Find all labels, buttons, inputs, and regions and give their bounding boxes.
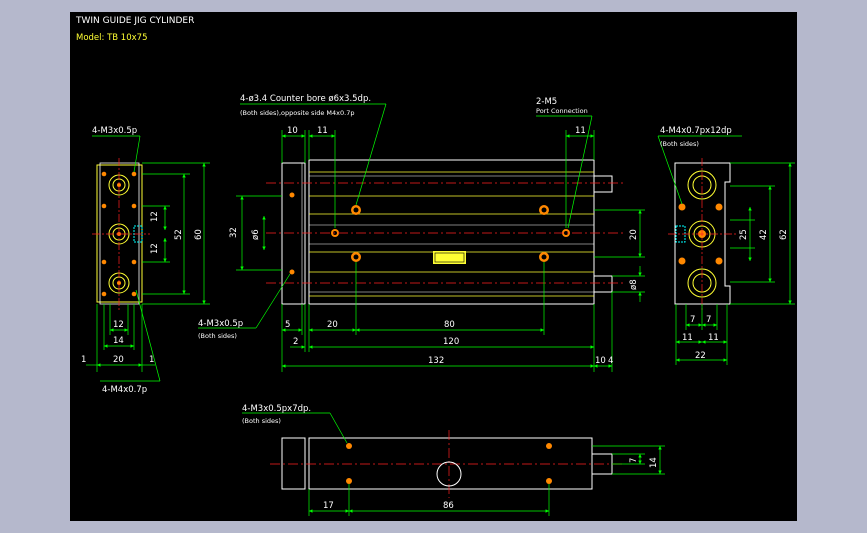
dim-left-12b: 12 (150, 243, 160, 254)
dim-bottom-14: 14 (649, 457, 659, 468)
front-counterbore-note-sub: (Both sides),opposite side M4x0.7p (240, 109, 354, 117)
front-view: 4-ø3.4 Counter bore ø6x3.5dp. (Both side… (198, 94, 645, 372)
bottom-view: 4-M3x0.5px7dp. (Both sides) 7 14 17 86 (242, 404, 665, 516)
dim-right-11a: 11 (682, 333, 693, 343)
left-top-thread-label: 4-M3x0.5p (92, 126, 137, 136)
dim-front-2: 2 (293, 337, 298, 347)
dim-front-80: 80 (444, 320, 455, 330)
dim-right-42: 42 (759, 229, 769, 240)
bottom-thread-label: 4-M3x0.5px7dp. (242, 404, 311, 414)
right-thread-label-sub: (Both sides) (660, 140, 699, 148)
dim-left-1b: 1 (149, 355, 154, 365)
bottom-thread-label-sub: (Both sides) (242, 417, 281, 425)
dim-front-132: 132 (428, 356, 444, 366)
dim-right-25: 25 (739, 229, 749, 240)
left-bottom-thread-label: 4-M4x0.7p (102, 385, 147, 395)
right-thread-label: 4-M4x0.7px12dp (660, 126, 732, 136)
dim-front-20r: 20 (629, 229, 639, 240)
dim-front-8: ø8 (629, 279, 639, 290)
dim-left-52: 52 (174, 229, 184, 240)
dim-left-60: 60 (194, 229, 204, 240)
dim-left-14: 14 (113, 336, 124, 346)
dim-left-20: 20 (113, 355, 124, 365)
left-end-view: 4-M3x0.5p 4-M4x0.7p 12 12 52 60 12 14 20… (81, 126, 210, 395)
drawing-title: TWIN GUIDE JIG CYLINDER (75, 16, 194, 26)
dim-bottom-86: 86 (443, 501, 454, 511)
dim-front-6: ø6 (251, 229, 261, 240)
drawing-sheet (70, 12, 797, 521)
dim-right-11b: 11 (708, 333, 719, 343)
dim-right-7b: 7 (706, 315, 711, 325)
dim-left-12a: 12 (150, 211, 160, 222)
front-counterbore-note: 4-ø3.4 Counter bore ø6x3.5dp. (240, 94, 371, 104)
dim-front-32: 32 (229, 227, 239, 238)
dim-right-22: 22 (695, 351, 706, 361)
model-label: Model: TB 10x75 (76, 33, 147, 43)
dim-right-62: 62 (779, 229, 789, 240)
front-thread-note-sub: (Both sides) (198, 332, 237, 340)
right-end-view: 4-M4x0.7px12dp (Both sides) 25 42 62 7 7… (657, 126, 795, 365)
front-port-note-sub: Port Connection (536, 107, 588, 115)
dim-right-7a: 7 (690, 315, 695, 325)
dim-front-120: 120 (443, 337, 459, 347)
dim-front-11b: 11 (575, 126, 586, 136)
dim-left-1a: 1 (81, 355, 86, 365)
dim-front-5: 5 (285, 320, 290, 330)
dim-front-10r: 10 (595, 356, 606, 366)
dim-front-20: 20 (327, 320, 338, 330)
dim-front-10: 10 (287, 126, 298, 136)
dim-bottom-17: 17 (323, 501, 334, 511)
dim-bottom-7: 7 (629, 458, 639, 463)
dim-left-12h: 12 (113, 320, 124, 330)
front-port-note: 2-M5 (536, 97, 557, 107)
dim-front-11a: 11 (317, 126, 328, 136)
dim-front-4: 4 (608, 356, 613, 366)
front-thread-note: 4-M3x0.5p (198, 319, 243, 329)
